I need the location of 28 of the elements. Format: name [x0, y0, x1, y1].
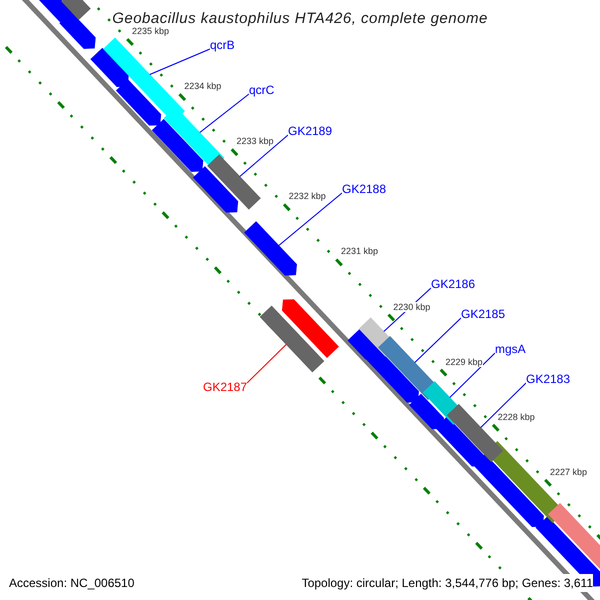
tick-label: 2230 kbp — [393, 302, 430, 312]
tick-label: 2228 kbp — [498, 412, 535, 422]
leader-line — [278, 192, 342, 246]
gene-label: GK2188 — [342, 182, 386, 196]
gene-label: qcrB — [210, 38, 235, 52]
leader-line — [149, 48, 210, 75]
leader-line — [246, 344, 287, 384]
title: Geobacillus kaustophilus HTA426, complete genome — [111, 9, 489, 28]
tick-label: 2231 kbp — [341, 246, 378, 256]
gene-label: mgsA — [495, 342, 526, 356]
leader-line — [414, 318, 462, 363]
tick-label: 2229 kbp — [446, 356, 483, 367]
tick-label: 2235 kbp — [132, 26, 170, 36]
genome-stats-label: Topology: circular; Length: 3,544,776 bp; Genes: 3,611 — [302, 574, 593, 592]
tick-label: 2233 kbp — [236, 136, 274, 146]
leader-line — [239, 134, 288, 177]
tick-label: 2232 kbp — [288, 191, 326, 202]
gene-label: GK2186 — [431, 277, 476, 291]
gene-label: GK2187 — [203, 380, 248, 394]
leader-line — [480, 382, 526, 428]
gene-label: GK2189 — [288, 124, 332, 138]
leader-line — [449, 352, 496, 398]
gene-label: qcrC — [249, 83, 274, 97]
tick-label: 2227 kbp — [550, 466, 588, 477]
gene-label: GK2185 — [461, 307, 506, 321]
leader-line — [199, 94, 250, 133]
gene-label: GK2183 — [526, 372, 570, 386]
tick-label: 2234 kbp — [184, 81, 222, 92]
